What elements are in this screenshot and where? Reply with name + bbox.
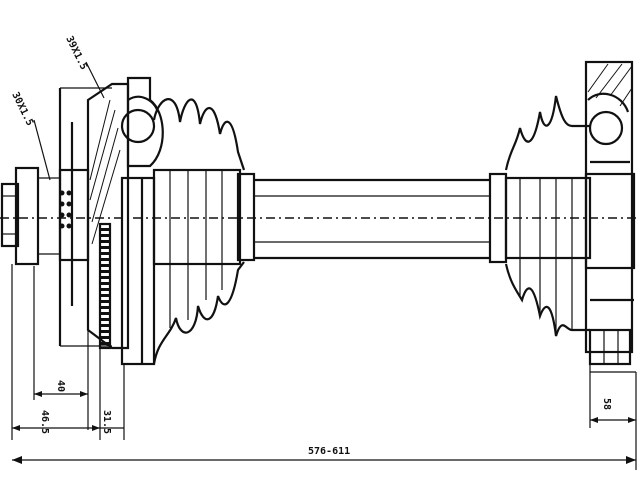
abs-tooth — [101, 234, 109, 237]
inner-hatching — [587, 63, 633, 107]
abs-tooth — [101, 306, 109, 309]
abs-tooth — [101, 252, 109, 255]
abs-tooth — [101, 240, 109, 243]
abs-tooth — [101, 282, 109, 285]
right-boot — [488, 95, 592, 337]
dim-46-5-label: 46.5 — [39, 410, 50, 434]
housing-hatching — [89, 99, 121, 245]
thread-inner-label: 39X1.5 — [63, 34, 89, 71]
abs-tooth — [101, 228, 109, 231]
dimension-lines-left — [11, 264, 125, 440]
abs-tooth — [101, 318, 109, 321]
abs-tooth — [101, 294, 109, 297]
threaded-stub — [0, 166, 60, 266]
abs-tooth — [101, 342, 109, 345]
abs-tooth — [101, 312, 109, 315]
outer-cv-housing — [58, 82, 130, 350]
abs-tooth — [101, 288, 109, 291]
abs-tooth — [101, 270, 109, 273]
thread-outer-label: 30X1.5 — [9, 90, 35, 127]
abs-tooth — [101, 330, 109, 333]
abs-ring — [98, 222, 112, 350]
overall-length-dimension — [12, 372, 637, 470]
abs-tooth — [101, 246, 109, 249]
left-boot — [152, 98, 256, 365]
dim-40-label: 40 — [55, 380, 66, 392]
abs-tooth — [101, 264, 109, 267]
abs-tooth — [101, 258, 109, 261]
inner-cv-joint — [584, 60, 636, 366]
outer-cv-ball — [120, 76, 164, 366]
dim-length-label: 576-611 — [308, 446, 350, 457]
abs-tooth — [101, 276, 109, 279]
abs-tooth — [101, 336, 109, 339]
dimension-lines-right — [589, 364, 636, 428]
dim-right-label: 58 — [601, 398, 612, 410]
abs-tooth — [101, 300, 109, 303]
abs-tooth — [101, 324, 109, 327]
shaft — [254, 178, 490, 260]
dim-31-5-label: 31.5 — [101, 410, 112, 434]
thread-callouts — [33, 61, 105, 181]
